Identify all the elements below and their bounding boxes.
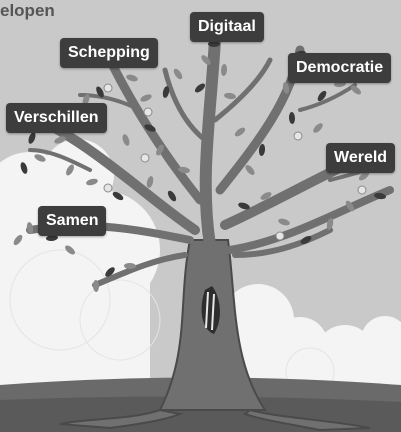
leaf (317, 90, 327, 102)
leaf (54, 136, 66, 144)
leaf (105, 267, 115, 277)
leaf (126, 74, 138, 82)
leaf (124, 262, 136, 270)
leaf (26, 222, 34, 234)
leaf (167, 190, 177, 202)
leaf (34, 154, 46, 162)
leaf (326, 218, 334, 230)
leaf (122, 134, 130, 146)
label-schepping[interactable]: Schepping (60, 38, 158, 68)
leaf (258, 144, 266, 156)
leaf (345, 200, 355, 212)
leaf (220, 64, 228, 76)
leaf (92, 280, 100, 292)
label-wereld[interactable]: Wereld (326, 143, 396, 173)
leaf (65, 245, 75, 255)
tree-flowers (103, 83, 367, 241)
leaf (288, 112, 296, 124)
leaf (66, 164, 74, 176)
leaf (224, 92, 236, 100)
leaf (313, 123, 323, 133)
leaf (278, 218, 290, 226)
tree-leaves (13, 41, 392, 292)
label-digitaal[interactable]: Digitaal (190, 12, 264, 42)
leaf (156, 144, 164, 156)
label-democratie[interactable]: Democratie (288, 53, 392, 83)
leaf (96, 86, 104, 98)
leaf (20, 162, 28, 174)
leaf (282, 82, 290, 94)
trunk-highlights (205, 291, 215, 331)
leaf (201, 55, 211, 65)
leaf (178, 166, 190, 174)
leaf (358, 171, 370, 181)
leaf (194, 83, 206, 93)
leaf (234, 127, 246, 137)
label-samen[interactable]: Samen (38, 206, 107, 236)
label-verschillen[interactable]: Verschillen (6, 103, 107, 133)
leaf (238, 202, 250, 210)
leaf (351, 85, 361, 95)
leaf (86, 178, 98, 186)
leaf (374, 192, 386, 200)
leaf (28, 132, 36, 144)
leaf (82, 94, 90, 106)
leaf (13, 234, 23, 246)
leaf (146, 176, 154, 188)
leaf (162, 86, 170, 98)
leaf (144, 124, 156, 132)
leaf (140, 94, 152, 102)
page-heading: elopen (0, 1, 55, 20)
leaf (173, 68, 183, 80)
leaf (260, 192, 272, 200)
leaf (112, 191, 124, 201)
leaf (245, 165, 255, 175)
leaf (46, 234, 58, 242)
leaf (208, 41, 220, 47)
leaf (300, 236, 312, 244)
